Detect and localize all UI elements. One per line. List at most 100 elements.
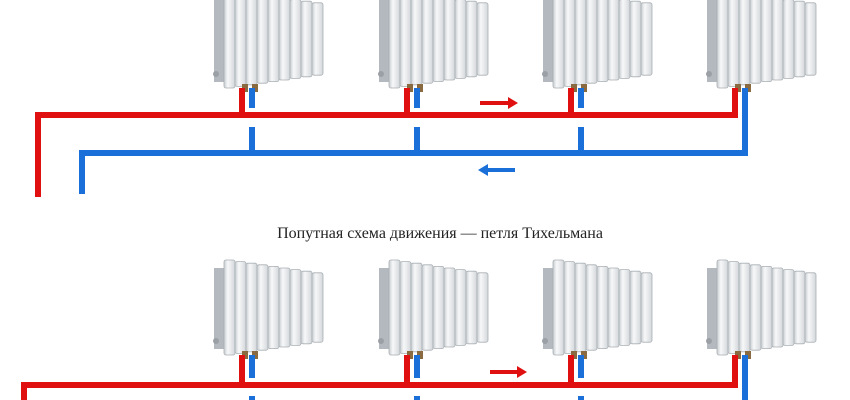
radiator-section: [388, 0, 401, 89]
radiator-section: [278, 0, 291, 81]
radiator-side: [214, 0, 224, 82]
radiator-section: [585, 0, 598, 84]
radiator-plug: [378, 71, 384, 77]
radiator: [542, 259, 653, 359]
radiator-side: [543, 0, 553, 82]
radiator-plug: [378, 338, 384, 344]
radiator-section: [300, 0, 313, 78]
radiator-side: [543, 268, 553, 349]
radiator-section: [618, 269, 631, 346]
radiator-section: [476, 272, 489, 343]
radiator-plug: [213, 338, 219, 344]
radiator-side: [379, 268, 389, 349]
radiator-section: [552, 0, 565, 89]
radiator-section: [432, 0, 445, 82]
radiator-section: [793, 270, 806, 345]
radiator-section: [311, 2, 324, 76]
radiator-section: [454, 269, 467, 346]
radiator-section: [388, 259, 401, 356]
radiator-section: [443, 267, 456, 348]
radiator-section: [399, 0, 412, 87]
bottom-scheme: [21, 259, 817, 400]
radiator-section: [596, 265, 609, 349]
radiator-section: [410, 0, 423, 86]
flow-arrow-right-icon: [490, 366, 527, 378]
radiator-section: [749, 264, 762, 351]
radiator-section: [727, 0, 740, 87]
radiator-section: [607, 0, 620, 81]
flow-arrow-left-icon: [478, 164, 515, 176]
radiator-section: [771, 0, 784, 81]
radiator-section: [760, 0, 773, 82]
radiator-section: [289, 0, 302, 79]
radiator-section: [267, 265, 280, 349]
radiator-plug: [706, 71, 712, 77]
radiator-section: [585, 264, 598, 351]
radiator-section: [234, 0, 247, 87]
top-scheme: [35, 0, 817, 197]
diagram-caption: Попутная схема движения — петля Тихельма…: [277, 225, 603, 242]
radiator-section: [771, 267, 784, 348]
radiator-section: [738, 262, 751, 353]
radiator-section: [782, 0, 795, 79]
radiator-plug: [706, 338, 712, 344]
radiator-section: [574, 262, 587, 353]
radiator-section: [782, 269, 795, 346]
radiator-section: [311, 272, 324, 343]
radiator-section: [574, 0, 587, 86]
radiator-section: [256, 264, 269, 351]
radiator-section: [607, 267, 620, 348]
radiator: [378, 0, 489, 92]
radiator-section: [245, 262, 258, 353]
radiator-section: [738, 0, 751, 86]
radiator-section: [804, 2, 817, 76]
radiator-section: [399, 261, 412, 354]
radiator-side: [379, 0, 389, 82]
radiator-section: [749, 0, 762, 84]
radiator-section: [267, 0, 280, 82]
radiator-section: [465, 0, 478, 78]
radiator-side: [214, 268, 224, 349]
radiator-section: [618, 0, 631, 79]
radiator-section: [432, 265, 445, 349]
radiator-section: [454, 0, 467, 79]
radiator-section: [289, 269, 302, 346]
radiator-section: [410, 262, 423, 353]
radiator-plug: [542, 338, 548, 344]
radiator-section: [640, 2, 653, 76]
radiator: [213, 0, 324, 92]
radiator-section: [716, 0, 729, 89]
radiator-side: [707, 268, 717, 349]
radiator-section: [563, 261, 576, 354]
radiator-section: [552, 259, 565, 356]
radiator-section: [223, 259, 236, 356]
radiator-section: [760, 265, 773, 349]
radiator-section: [596, 0, 609, 82]
radiator-section: [278, 267, 291, 348]
radiator-plug: [542, 71, 548, 77]
radiator-section: [421, 264, 434, 351]
radiator-section: [727, 261, 740, 354]
radiator-section: [563, 0, 576, 87]
radiator-section: [443, 0, 456, 81]
radiator: [378, 259, 489, 359]
radiator-section: [629, 0, 642, 78]
radiator-section: [421, 0, 434, 84]
radiator-section: [300, 270, 313, 345]
radiator-section: [234, 261, 247, 354]
radiator-section: [245, 0, 258, 86]
radiator: [213, 259, 324, 359]
radiator-section: [256, 0, 269, 84]
radiator-plug: [213, 71, 219, 77]
radiator-section: [223, 0, 236, 89]
radiator: [706, 259, 817, 359]
radiator-section: [804, 272, 817, 343]
flow-arrow-right-icon: [480, 97, 518, 109]
radiator-side: [707, 0, 717, 82]
radiator-section: [716, 259, 729, 356]
radiator-section: [465, 270, 478, 345]
radiator: [706, 0, 817, 92]
radiator-section: [793, 0, 806, 78]
radiator-section: [629, 270, 642, 345]
